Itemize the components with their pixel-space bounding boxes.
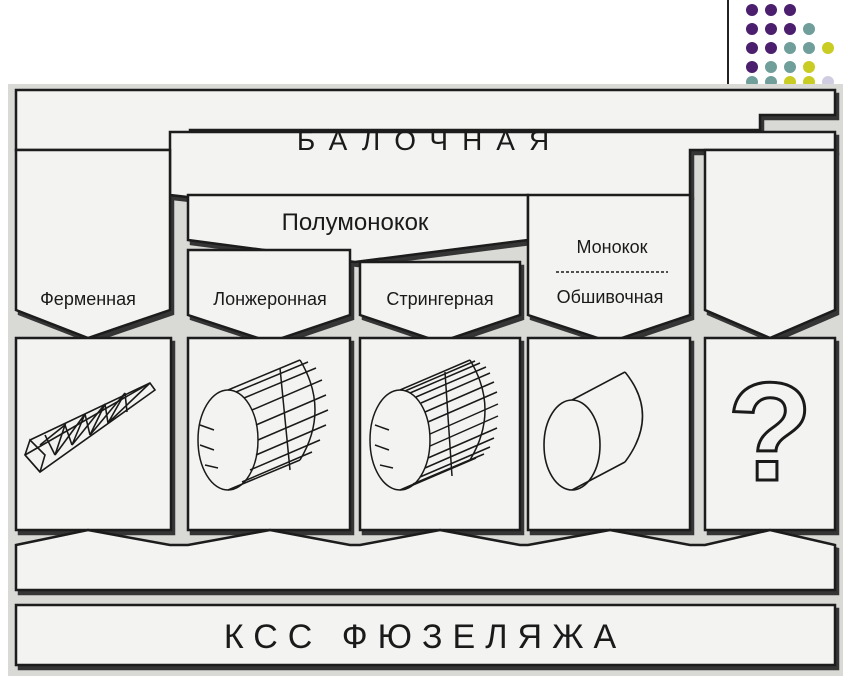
monocoque-header-block xyxy=(526,193,692,344)
stringer-label: Стрингерная xyxy=(386,289,493,309)
stringer-header-block xyxy=(358,260,522,344)
stringer-panel xyxy=(358,336,522,532)
skin-cylinder-icon xyxy=(543,371,644,491)
fuselage-title: КСС ФЮЗЕЛЯЖА xyxy=(224,618,626,656)
spar-cylinder-icon xyxy=(197,359,329,491)
spar-label: Лонжеронная xyxy=(213,289,326,309)
merge-band xyxy=(14,528,837,592)
monocoque-label: Монокок xyxy=(576,237,647,257)
skin-panel xyxy=(526,336,692,532)
corner-divider xyxy=(727,0,729,84)
truss-beam-icon xyxy=(23,381,157,474)
question-panel xyxy=(703,336,837,532)
spar-panel xyxy=(186,336,352,532)
skin-label: Обшивочная xyxy=(557,287,664,307)
stringer-cylinder-icon xyxy=(369,359,499,491)
semi-monocoque-label: Полумонокок xyxy=(282,209,429,236)
bottom-title-bar xyxy=(14,603,837,667)
unknown-header-block xyxy=(703,148,837,340)
truss-label: Ферменная xyxy=(40,289,136,309)
balochnaya-label: БАЛОЧНАЯ xyxy=(297,125,563,156)
question-mark-icon: ? xyxy=(727,353,813,510)
spar-header-block xyxy=(186,248,352,344)
truss-header-block xyxy=(14,148,172,340)
decorative-dots-icon xyxy=(746,4,834,84)
semi-monocoque-block xyxy=(186,193,530,264)
